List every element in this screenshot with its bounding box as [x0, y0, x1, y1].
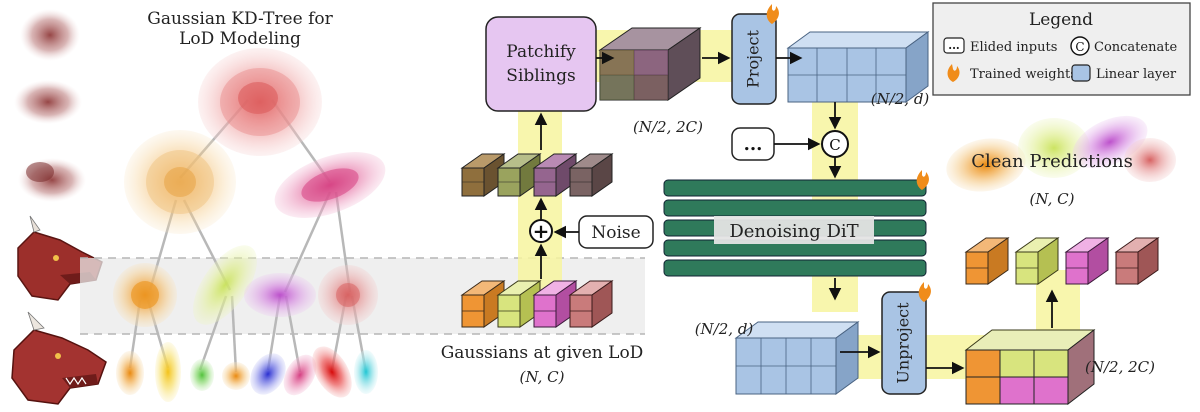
- dit-trained-flame-icon: [916, 170, 929, 190]
- kdtree-level3-lime: [193, 245, 257, 325]
- project-trained-flame-icon: [766, 4, 779, 24]
- input-cube-rose: [568, 280, 614, 328]
- lod-blob-level-3: [18, 158, 86, 202]
- dit-output-dimension-label: (N/2, d): [695, 320, 754, 338]
- elided-inputs-symbol: ...: [744, 134, 763, 155]
- input-dimension-label: (N, C): [520, 368, 565, 386]
- patchify-label-line2: Siblings: [506, 66, 575, 86]
- legend-linear-label: Linear layer: [1096, 67, 1177, 82]
- dragon-model-level-5: [11, 311, 107, 405]
- project-linear-block: [731, 13, 777, 105]
- kdtree-level3-orange: [113, 263, 177, 327]
- prediction-cube-rose: [1114, 237, 1160, 285]
- projected-token-stack: [786, 31, 930, 103]
- legend-concat-swatch: [1070, 36, 1090, 56]
- kdtree-level3-magenta: [244, 273, 316, 317]
- flow-arrows: [534, 51, 1059, 375]
- patch-dimension-label: (N/2, 2C): [633, 118, 703, 136]
- kdtree-title-line1: Gaussian KD-Tree for: [147, 9, 333, 29]
- concatenate-symbol: C: [829, 136, 840, 154]
- kdtree-leaf-blue: [250, 353, 286, 395]
- denoising-dit-block: [663, 179, 927, 277]
- kdtree-leaf-cyan: [354, 350, 378, 394]
- input-caption: Gaussians at given LoD: [441, 343, 644, 363]
- clean-predictions-label: Clean Predictions: [971, 151, 1133, 172]
- noised-cube-1: [460, 153, 506, 197]
- kdtree-nodes: [113, 48, 386, 402]
- legend-elided-swatch: [943, 37, 965, 54]
- legend-concat-symbol: C: [1075, 40, 1084, 54]
- kdtree-title-line2: LoD Modeling: [179, 29, 301, 49]
- kdtree-root-node: [198, 48, 322, 156]
- lod-thumbnails: [11, 9, 107, 405]
- projected-dimension-label: (N/2, d): [871, 90, 930, 108]
- unproject-label: Unproject: [894, 302, 913, 384]
- dit-output-token-stack: [734, 321, 860, 395]
- noised-cubes: [460, 153, 614, 197]
- unproject-linear-block: [881, 291, 927, 395]
- prediction-cube-lime: [1014, 237, 1060, 285]
- add-noise-symbol: +: [533, 219, 550, 243]
- patchified-cube-stack: [598, 27, 702, 101]
- legend-panel: Legend ... Elided inputs C Concatenate T…: [932, 2, 1191, 96]
- lod-blob-level-2: [14, 80, 82, 124]
- prediction-gaussian-orange: [946, 138, 1026, 192]
- kdtree-leaf-red: [312, 346, 352, 398]
- unprojected-cube-stack: [964, 328, 1096, 406]
- kdtree-leaf-green: [190, 359, 214, 391]
- patchify-label-line1: Patchify: [506, 42, 576, 62]
- unproject-trained-flame-icon: [918, 282, 931, 302]
- kdtree-leaf-pink: [283, 354, 317, 396]
- legend-elided-symbol: ...: [948, 39, 960, 52]
- prediction-gaussian-rose: [1124, 138, 1176, 182]
- kdtree-left-node: [124, 130, 236, 234]
- patchify-siblings-block: [485, 16, 597, 112]
- lod-blob-level-1: [20, 9, 80, 61]
- input-gaussian-cubes: [460, 280, 614, 328]
- prediction-dimension-label: (N, C): [1030, 190, 1075, 208]
- legend-linear-swatch: [1071, 64, 1091, 82]
- kdtree-leaf-yellow: [155, 342, 181, 402]
- kdtree-leaf-amber: [222, 362, 250, 390]
- prediction-cube-orange: [964, 237, 1010, 285]
- legend-flame-icon: [947, 64, 960, 82]
- prediction-cubes: [964, 237, 1160, 285]
- kdtree-right-node: [274, 152, 386, 218]
- denoising-dit-label: Denoising DiT: [729, 221, 858, 242]
- noise-label: Noise: [591, 223, 640, 243]
- legend-title: Legend: [1029, 10, 1093, 30]
- prediction-gaussian-lime: [1018, 118, 1090, 178]
- legend-elided-label: Elided inputs: [970, 40, 1057, 55]
- kdtree-level3-rose: [318, 265, 378, 325]
- clean-prediction-gaussians: [946, 115, 1176, 192]
- legend-trained-label: Trained weights: [970, 67, 1077, 82]
- prediction-cube-magenta: [1064, 237, 1110, 285]
- kdtree-leaf-orange: [116, 351, 144, 395]
- noised-cube-4: [568, 153, 614, 197]
- unprojected-dimension-label: (N/2, 2C): [1085, 358, 1155, 376]
- legend-concat-label: Concatenate: [1094, 40, 1177, 55]
- project-label: Project: [744, 30, 763, 88]
